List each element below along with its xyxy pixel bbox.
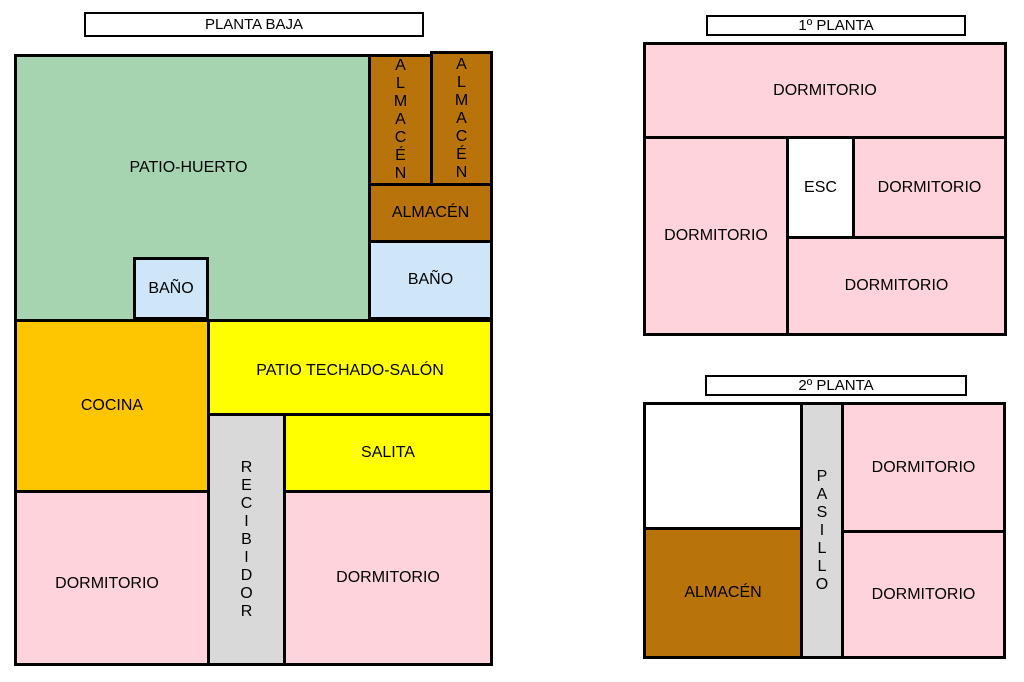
vertical-label-letter: O — [815, 575, 829, 593]
room-dormitorio-ground-right: DORMITORIO — [283, 490, 493, 666]
vertical-label-letter: C — [394, 129, 407, 146]
room-bano-small: BAÑO — [133, 257, 209, 320]
vertical-label-letter: A — [395, 57, 406, 74]
vertical-label-letter: A — [395, 111, 406, 128]
vertical-label-letter: S — [816, 503, 828, 521]
vertical-label-letter: M — [393, 93, 408, 110]
room-dormitorio-first-top: DORMITORIO — [643, 42, 1007, 139]
vertical-label-letter: B — [241, 530, 252, 548]
room-almacen: ALMACÉN — [368, 183, 493, 243]
vertical-label-letter: É — [456, 145, 467, 163]
room-cocina: COCINA — [14, 319, 210, 493]
vertical-label-letter: R — [240, 602, 253, 620]
vertical-label-letter: A — [456, 55, 467, 73]
room-bano: BAÑO — [368, 240, 493, 320]
vertical-label-letter: I — [244, 548, 249, 566]
first-floor-title: 1º PLANTA — [706, 15, 966, 36]
vertical-label-letter: L — [457, 73, 466, 91]
vertical-label-letter: A — [456, 109, 467, 127]
ground-floor-title: PLANTA BAJA — [84, 12, 424, 37]
room-dormitorio-first-bottom-right: DORMITORIO — [786, 236, 1007, 336]
vertical-label-letter: É — [395, 147, 406, 164]
room-label: PATIO TECHADO-SALÓN — [256, 362, 444, 379]
vertical-label-letter: P — [816, 467, 828, 485]
room-almacen-second: ALMACÉN — [643, 527, 803, 659]
vertical-label-letter: M — [454, 91, 469, 109]
vertical-label-letter: E — [241, 476, 252, 494]
vertical-label-letter: N — [394, 165, 407, 182]
room-dormitorio-second-top: DORMITORIO — [841, 402, 1006, 533]
vertical-label-letter: L — [817, 557, 827, 575]
vertical-label-letter: L — [396, 75, 405, 92]
vertical-label-letter: L — [817, 539, 827, 557]
room-label: DORMITORIO — [55, 575, 159, 592]
room-esc: ESC — [786, 136, 855, 239]
vertical-label-letter: C — [240, 494, 253, 512]
second-floor-title: 2º PLANTA — [705, 375, 967, 396]
vertical-label-letter: I — [244, 512, 249, 530]
room-dormitorio-first-mid-right: DORMITORIO — [852, 136, 1007, 239]
room-label: PATIO-HUERTO — [129, 159, 248, 176]
room-dormitorio-ground-left: DORMITORIO — [14, 490, 210, 666]
vertical-label-letter: A — [816, 485, 828, 503]
vertical-label-letter: O — [240, 584, 253, 602]
room-patio-techado-salon: PATIO TECHADO-SALÓN — [207, 319, 493, 416]
room-empty-second — [643, 402, 803, 530]
vertical-label-letter: I — [819, 521, 825, 539]
vertical-label-letter: R — [240, 458, 253, 476]
vertical-label-letter: C — [455, 127, 468, 145]
room-dormitorio-second-bottom: DORMITORIO — [841, 530, 1006, 659]
vertical-label-letter: D — [240, 566, 253, 584]
room-dormitorio-first-left: DORMITORIO — [643, 136, 789, 336]
room-salita: SALITA — [283, 413, 493, 493]
vertical-label-letter: N — [455, 163, 468, 181]
